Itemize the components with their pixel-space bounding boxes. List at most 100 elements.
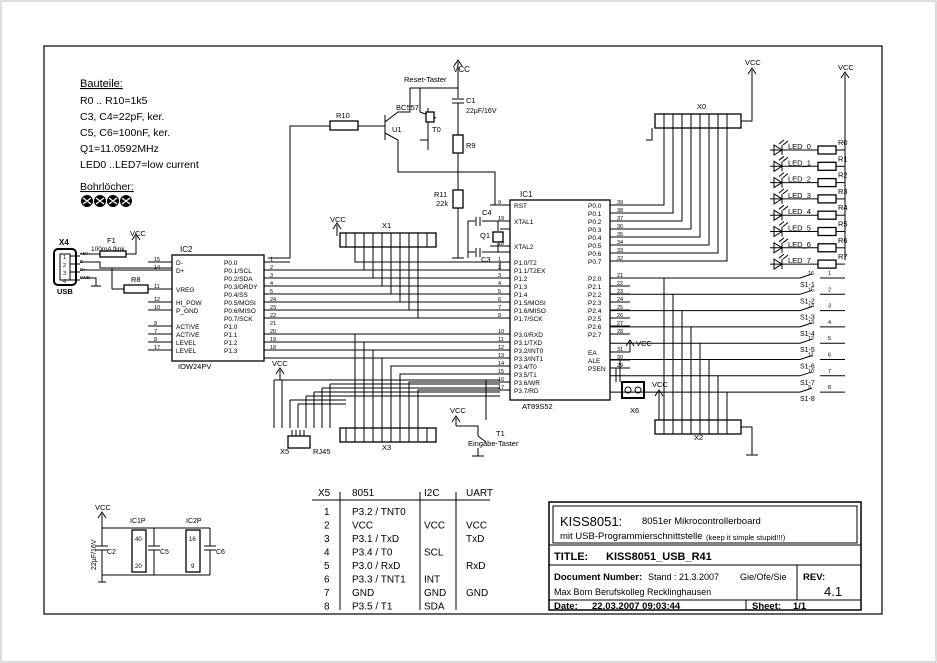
input-switch-t1: VCC T1 Eingabe-Taster bbox=[450, 380, 519, 457]
ic1-pin-name: P0.7 bbox=[588, 259, 602, 266]
r11-resistor bbox=[452, 189, 464, 209]
ic1-pin-name: P3.2/INT0 bbox=[514, 348, 544, 355]
ic1-pin-name: P2.3 bbox=[588, 300, 602, 307]
ic1-pin-number: 12 bbox=[498, 345, 504, 351]
ic1-pin-number: 28 bbox=[617, 329, 623, 335]
ic2-pin-name: P1.2 bbox=[224, 340, 238, 347]
ic2-part: IOW24PV bbox=[178, 362, 211, 371]
sheet-value: 1/1 bbox=[793, 601, 807, 612]
ic2-pin-number: 11 bbox=[154, 284, 160, 290]
ic2-pin-number: 18 bbox=[270, 345, 276, 351]
t0-label: T0 bbox=[432, 125, 441, 134]
c5-label: C5 bbox=[160, 549, 169, 556]
ic1-pin-number: 27 bbox=[617, 321, 623, 327]
ic1p-pin-top: 40 bbox=[135, 537, 142, 543]
r11-value: 22k bbox=[436, 199, 448, 208]
ic1-part: AT89S52 bbox=[522, 402, 553, 411]
ic1-pin-number: 1 bbox=[498, 257, 501, 263]
c3-label: C3 bbox=[481, 255, 491, 264]
bc557-label: BC557 bbox=[396, 103, 419, 112]
table-cell: P3.0 / RxD bbox=[352, 561, 400, 572]
ic2-pin-name: P_GND bbox=[176, 308, 199, 315]
led-label: LED_6 bbox=[788, 240, 811, 249]
vcc-label: VCC bbox=[450, 406, 466, 415]
ic2-pin-name: P0.1/SCL bbox=[224, 268, 252, 275]
rev-value: 4.1 bbox=[824, 584, 842, 599]
ic1-pin-number: 7 bbox=[498, 305, 501, 311]
ic1-pin-number: 5 bbox=[498, 289, 501, 295]
ic2-pin-number: 7 bbox=[154, 329, 157, 335]
parts-line: Q1=11.0592MHz bbox=[80, 143, 159, 155]
ic1-pin-name: P2.1 bbox=[588, 284, 602, 291]
ic1-pin-number: 26 bbox=[617, 313, 623, 319]
drawing-border bbox=[43, 45, 883, 615]
usb-pin-number: 1 bbox=[63, 255, 66, 261]
ic2-pin-name: HI_POW bbox=[176, 300, 203, 307]
ic1-pin-number: 30 bbox=[617, 355, 623, 361]
switch-label: S1-5 bbox=[800, 347, 815, 354]
switch-label: S1-6 bbox=[800, 364, 815, 371]
ic1-pin-name: P1.5/MOSI bbox=[514, 300, 546, 307]
ic2-pin-name: P0.3/DRDY bbox=[224, 284, 258, 291]
usb-pin-number: 3 bbox=[63, 271, 66, 277]
ic1-pin-name: ALE bbox=[588, 358, 601, 365]
switch-pin: 10 bbox=[808, 369, 814, 375]
ic1-pin-name: P1.3 bbox=[514, 284, 528, 291]
input-switch-label: Eingabe-Taster bbox=[468, 439, 519, 448]
r10-label: R10 bbox=[336, 111, 350, 120]
ic1-pin-name: P2.4 bbox=[588, 308, 602, 315]
ic2-pin-name: ACTIVE bbox=[176, 332, 200, 339]
led-label: LED_4 bbox=[788, 207, 811, 216]
vcc-label: VCC bbox=[838, 63, 854, 72]
led-resistor-label: R5 bbox=[838, 220, 848, 229]
ic1-pin-name: XTAL2 bbox=[514, 244, 534, 251]
ic1-pin-name: P2.7 bbox=[588, 332, 602, 339]
f1-value: 100mA flink bbox=[91, 246, 125, 253]
r9-label: R9 bbox=[466, 141, 476, 150]
title-label: TITLE: bbox=[554, 551, 588, 563]
sheet-label: Sheet: bbox=[752, 601, 781, 612]
usb-label: USB bbox=[57, 287, 73, 296]
x6-label: X6 bbox=[630, 406, 639, 415]
switch-label: S1-1 bbox=[800, 282, 815, 289]
table-cell: INT bbox=[424, 575, 440, 586]
ic1-pin-number: 38 bbox=[617, 208, 623, 214]
vcc-label: VCC bbox=[652, 380, 668, 389]
ic1-pin-number: 22 bbox=[617, 281, 623, 287]
project-name: KISS8051: bbox=[560, 514, 622, 529]
table-cell: VCC bbox=[424, 521, 445, 532]
c2-value: 22µF/16V bbox=[91, 539, 98, 570]
ic1-pin-number: 23 bbox=[617, 289, 623, 295]
switch-pin: 7 bbox=[828, 369, 831, 375]
switch-pin: 3 bbox=[828, 304, 831, 310]
table-cell: P3.2 / TNT0 bbox=[352, 507, 406, 518]
ic1-pin-number: 31 bbox=[617, 347, 623, 353]
ic2-pin-number: 3 bbox=[270, 273, 273, 279]
ic2p-pin-top: 16 bbox=[189, 537, 196, 543]
ic1-pin-name: P3.1/TXD bbox=[514, 340, 542, 347]
ic1-pin-name: P1.1/T2EX bbox=[514, 268, 546, 275]
led-resistor bbox=[817, 210, 837, 220]
x5-label: X5 bbox=[280, 447, 289, 456]
parts-heading: Bauteile: bbox=[80, 78, 123, 90]
ic1-pin-number: 36 bbox=[617, 224, 623, 230]
t1-label: T1 bbox=[496, 429, 505, 438]
parts-line: C5, C6=100nF, ker. bbox=[80, 127, 170, 139]
led-resistor-label: R6 bbox=[838, 236, 848, 245]
u1-label: U1 bbox=[392, 125, 402, 134]
x6-jumper: VCC X6 bbox=[610, 339, 652, 415]
led-diode bbox=[773, 160, 783, 173]
r9-resistor bbox=[452, 134, 464, 154]
ic2-pin-number: 17 bbox=[154, 345, 160, 351]
vcc-label: VCC bbox=[453, 65, 470, 74]
ic2-pin-name: LEVEL bbox=[176, 348, 197, 355]
led-resistor bbox=[817, 177, 837, 188]
reset-circuit: VCC Reset-Taster BC557 C1 22µF/16V T0 R9… bbox=[268, 59, 510, 259]
table-cell: P3.3 / TNT1 bbox=[352, 575, 406, 586]
switch-pin: 1 bbox=[828, 271, 831, 277]
table-cell: P3.4 / T0 bbox=[352, 548, 393, 559]
school: Max Born Berufskolleg Recklinghausen bbox=[554, 587, 711, 597]
ic2-pin-number: 12 bbox=[154, 297, 160, 303]
